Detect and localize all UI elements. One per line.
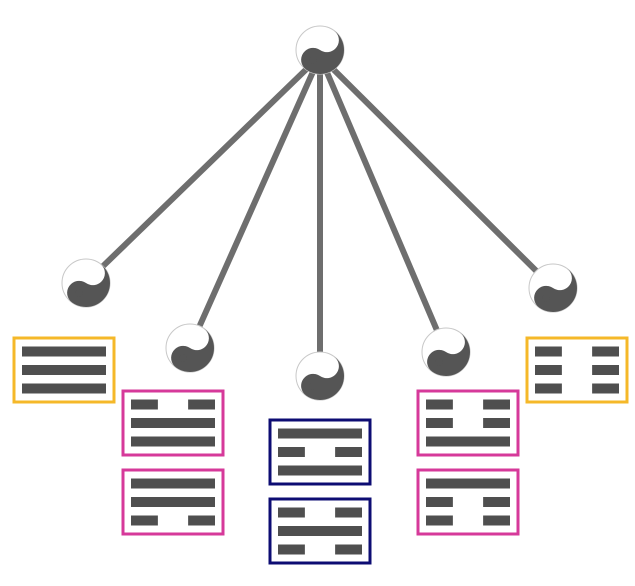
solid-line	[131, 478, 215, 489]
solid-line	[426, 478, 510, 489]
connector-branch-2	[195, 53, 323, 331]
solid-line	[278, 428, 362, 439]
trigram-box-branch-2-1	[121, 389, 225, 457]
yin-yang-icon	[421, 327, 471, 377]
broken-line-right	[483, 497, 510, 507]
trigram-boxes	[12, 336, 629, 565]
broken-line-left	[426, 418, 453, 428]
solid-line	[278, 526, 362, 536]
broken-line-right	[188, 515, 215, 526]
broken-line-right	[592, 383, 619, 394]
solid-line	[22, 365, 106, 375]
broken-line-right	[592, 346, 619, 357]
broken-line-left	[426, 399, 453, 410]
solid-line	[131, 436, 215, 447]
broken-line-right	[592, 365, 619, 375]
broken-line-right	[483, 515, 510, 526]
solid-line	[22, 346, 106, 357]
solid-line	[131, 418, 215, 428]
broken-line-left	[131, 399, 158, 410]
branch-nodes	[61, 258, 578, 401]
broken-line-left	[278, 507, 305, 518]
trigram-box-branch-3-1	[268, 418, 372, 486]
broken-line-right	[188, 399, 215, 410]
broken-line-left	[535, 346, 562, 357]
broken-line-right	[483, 399, 510, 410]
connector-branch-4	[317, 53, 441, 335]
connector-lines	[98, 53, 541, 357]
broken-line-left	[278, 447, 305, 457]
trigram-box-branch-3-2	[268, 497, 372, 565]
connector-branch-1	[98, 53, 323, 271]
solid-line	[22, 383, 106, 394]
connector-branch-5	[317, 53, 541, 276]
yin-yang-icon	[295, 351, 345, 401]
yin-yang-icon	[61, 258, 111, 308]
broken-line-left	[278, 544, 305, 555]
broken-line-right	[335, 544, 362, 555]
broken-line-left	[535, 365, 562, 375]
solid-line	[426, 436, 510, 447]
trigram-box-branch-4-2	[416, 468, 520, 536]
broken-line-left	[535, 383, 562, 394]
solid-line	[278, 465, 362, 476]
broken-line-right	[335, 507, 362, 518]
broken-line-right	[335, 447, 362, 457]
trigram-box-branch-5-1	[525, 336, 629, 404]
root-node	[295, 25, 345, 75]
broken-line-left	[131, 515, 158, 526]
broken-line-right	[483, 418, 510, 428]
yin-yang-icon	[528, 263, 578, 313]
trigram-box-branch-4-1	[416, 389, 520, 457]
yin-yang-icon	[165, 323, 215, 373]
broken-line-left	[426, 497, 453, 507]
solid-line	[131, 497, 215, 507]
trigram-box-branch-1-1	[12, 336, 116, 404]
trigram-box-branch-2-2	[121, 468, 225, 536]
broken-line-left	[426, 515, 453, 526]
yin-yang-icon	[295, 25, 345, 75]
